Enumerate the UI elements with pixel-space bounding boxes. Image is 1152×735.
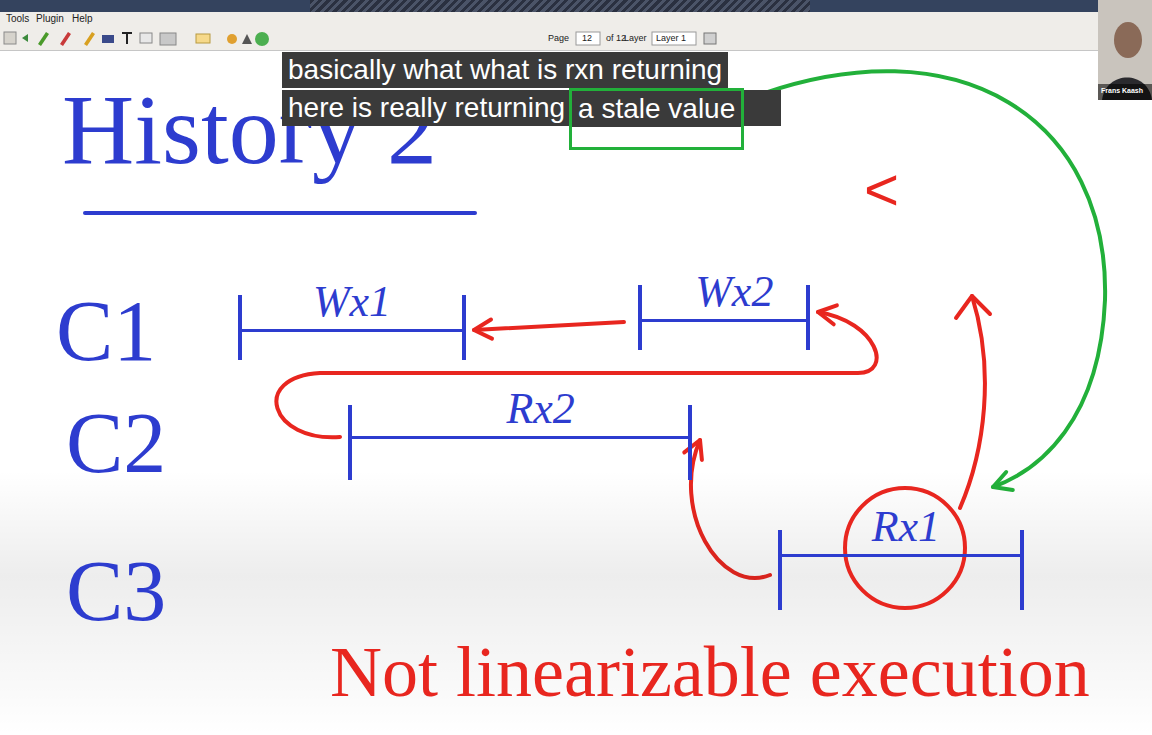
tool-icon bbox=[160, 33, 176, 45]
hand-icon bbox=[242, 34, 252, 44]
pointer-arrow bbox=[750, 71, 1105, 490]
operation-interval: Wx2 bbox=[638, 250, 810, 350]
client-label: C3 bbox=[66, 548, 166, 634]
interval-tick bbox=[806, 285, 810, 350]
refresh-icon bbox=[255, 32, 269, 46]
title-underline bbox=[85, 211, 475, 215]
subtitle-line: basically what what is rxn returning bbox=[282, 52, 728, 88]
arrow-line bbox=[474, 322, 624, 330]
operation-name: Wx2 bbox=[695, 270, 773, 314]
toolbar-label: of 12 bbox=[606, 34, 626, 43]
presenter-name: Frans Kaash bbox=[1101, 87, 1143, 94]
tool-icon bbox=[140, 33, 152, 43]
highlighted-phrase: a stale value bbox=[572, 91, 741, 127]
toolbar-label: Page bbox=[548, 34, 569, 43]
pen-icon bbox=[60, 32, 71, 46]
name-strip bbox=[1098, 84, 1152, 100]
webcam-person bbox=[1098, 0, 1152, 100]
interval-tick bbox=[1020, 530, 1024, 610]
operation-name: Rx1 bbox=[872, 505, 940, 549]
arrowhead bbox=[474, 320, 492, 339]
tool-icon bbox=[4, 32, 16, 44]
head-shape bbox=[1114, 22, 1142, 58]
layer-field bbox=[652, 32, 696, 45]
interval-line bbox=[238, 329, 466, 332]
red-arrow bbox=[960, 296, 985, 508]
text-tool-icon bbox=[122, 33, 132, 44]
menu-item: Tools bbox=[6, 14, 29, 24]
interval-tick bbox=[638, 285, 642, 350]
interval-tick bbox=[348, 405, 352, 480]
client-label: C1 bbox=[56, 288, 156, 374]
operation-interval: Wx1 bbox=[238, 262, 466, 362]
interval-line bbox=[638, 319, 810, 322]
interval-tick bbox=[238, 295, 242, 360]
arrowhead bbox=[818, 305, 837, 324]
causal-arrow bbox=[474, 320, 624, 339]
interval-tick bbox=[778, 530, 782, 610]
arrowhead bbox=[684, 440, 702, 460]
tool-icon bbox=[704, 33, 716, 44]
order-mark: < bbox=[864, 160, 899, 220]
interval-tick bbox=[462, 295, 466, 360]
arrow-line bbox=[750, 71, 1105, 487]
tool-icon bbox=[22, 34, 28, 42]
causal-arrow bbox=[276, 305, 876, 437]
operation-name: Wx1 bbox=[313, 280, 391, 324]
highlight-circle bbox=[845, 488, 965, 608]
toolbar-icons bbox=[0, 0, 1152, 52]
operation-interval: Rx2 bbox=[348, 368, 692, 483]
tool-icon bbox=[227, 34, 237, 44]
verdict-note: Not linearizable execution bbox=[330, 636, 1090, 708]
toolbar-label: Layer bbox=[624, 34, 647, 43]
interval-tick bbox=[688, 405, 692, 480]
page-number: 12 bbox=[582, 34, 592, 43]
page-field bbox=[576, 32, 600, 45]
pen-icon bbox=[84, 32, 95, 46]
menu-item: Plugin bbox=[36, 14, 64, 24]
operation-name: Rx2 bbox=[506, 387, 574, 431]
subtitle-line: here is really returning bbox=[282, 90, 571, 126]
layer-name: Layer 1 bbox=[656, 34, 686, 43]
tool-icon bbox=[196, 34, 210, 43]
interval-line bbox=[348, 436, 692, 439]
highlight-box: a stale value bbox=[569, 88, 744, 150]
title-bar-stripes bbox=[310, 0, 810, 12]
arrowhead bbox=[956, 296, 990, 318]
client-label: C2 bbox=[66, 400, 166, 486]
tool-icon bbox=[102, 35, 114, 43]
pen-icon bbox=[38, 32, 49, 46]
operation-interval: Rx1 bbox=[778, 485, 1024, 613]
interval-line bbox=[778, 554, 1024, 557]
menu-item: Help bbox=[72, 14, 93, 24]
